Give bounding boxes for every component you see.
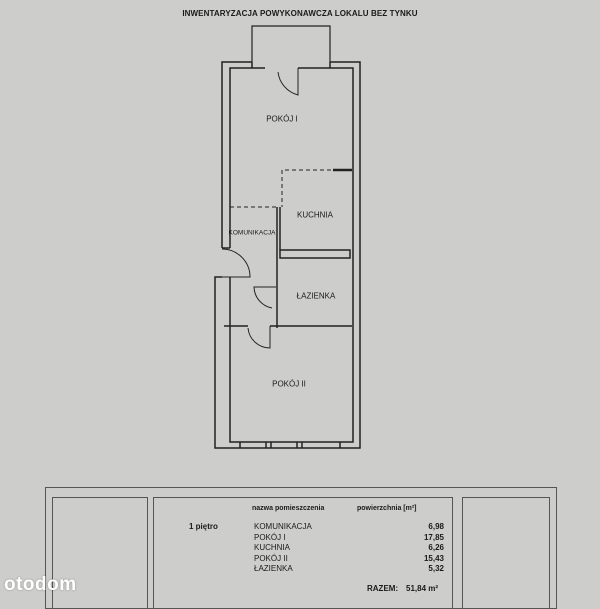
room-area: 17,85: [423, 532, 444, 542]
doors: [221, 68, 299, 349]
total-label: RAZEM:: [367, 584, 399, 593]
floor-label: 1 piętro: [189, 522, 218, 531]
area-table: nazwa pomieszczenia powierzchnia [m²] 1 …: [45, 487, 557, 609]
table-main-box: nazwa pomieszczenia powierzchnia [m²] 1 …: [153, 497, 453, 609]
room-label-lazienka: ŁAZIENKA: [296, 291, 336, 301]
room-name: KUCHNIA: [254, 543, 291, 552]
total-value: 51,84 m²: [406, 584, 439, 593]
room-label-komunikacja: KOMUNIKACJA: [228, 229, 276, 237]
dashed-openings: [230, 169, 331, 208]
room-area: 5,32: [428, 564, 444, 573]
outer-walls: [214, 61, 361, 449]
table-row: ŁAZIENKA 5,32: [254, 564, 444, 575]
room-label-pokoj-1: POKÓJ I: [266, 114, 298, 124]
room-name: KOMUNIKACJA: [254, 522, 312, 531]
room-label-pokoj-2: POKÓJ II: [272, 379, 306, 389]
col-header-area: powierzchnia [m²]: [357, 505, 417, 512]
room-area: 6,98: [428, 522, 444, 531]
door-bathroom: [253, 286, 276, 309]
room-label-kuchnia: KUCHNIA: [296, 210, 334, 220]
area-rows: KOMUNIKACJA 6,98 POKÓJ I 17,85 KUCHNIA 6,26…: [254, 522, 444, 575]
door-room2: [247, 326, 271, 349]
room-name: POKÓJ I: [254, 532, 286, 542]
table-row: POKÓJ II 15,43: [254, 554, 444, 565]
room-area: 15,43: [423, 553, 444, 563]
table-row: POKÓJ I 17,85: [254, 533, 444, 544]
door-balcony: [277, 68, 299, 96]
balcony: [251, 25, 331, 62]
table-row: KUCHNIA 6,26: [254, 543, 444, 554]
room-area: 6,26: [428, 543, 444, 552]
door-entrance: [221, 248, 251, 278]
col-header-name: nazwa pomieszczenia: [252, 505, 325, 512]
table-row: KOMUNIKACJA 6,98: [254, 522, 444, 533]
table-right-box: [462, 497, 550, 609]
floor-plan: [214, 25, 361, 449]
plan-title: INWENTARYZACJA POWYKONAWCZA LOKALU BEZ T…: [182, 9, 418, 18]
room-name: POKÓJ II: [254, 553, 288, 563]
otodom-logo: otodom: [4, 574, 77, 595]
inner-walls: [224, 168, 352, 328]
room-name: ŁAZIENKA: [254, 564, 293, 573]
